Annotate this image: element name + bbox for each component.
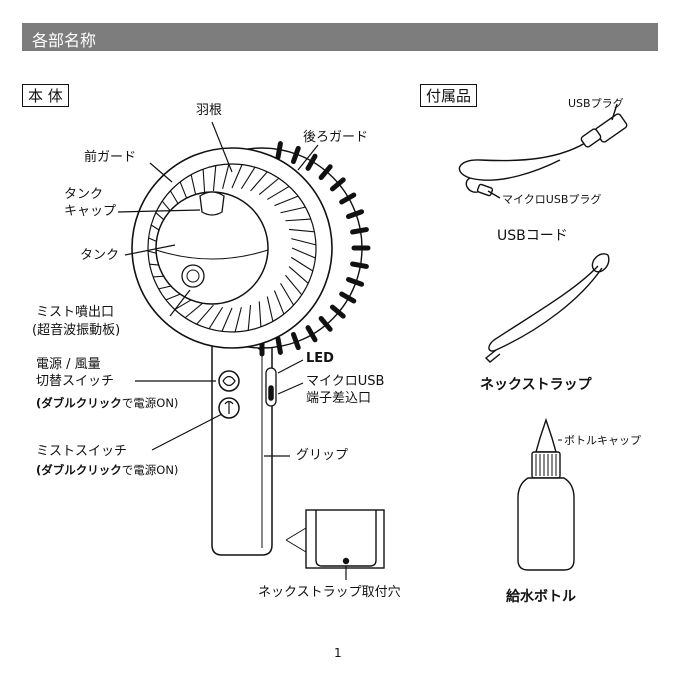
rear-guard-fin bbox=[353, 264, 367, 266]
label-rear-guard: 後ろガード bbox=[303, 130, 368, 146]
label-mist-switch: ミストスイッチ bbox=[36, 444, 127, 460]
rear-guard-fin bbox=[353, 230, 367, 232]
label-led: LED bbox=[306, 351, 334, 367]
label-mist-outlet-2: (超音波振動板) bbox=[32, 323, 120, 339]
label-micro-usb-plug: マイクロUSBプラグ bbox=[502, 193, 601, 207]
label-blades: 羽根 bbox=[196, 103, 222, 119]
label-micro-usb-1: マイクロUSB bbox=[306, 374, 384, 390]
label-front-guard: 前ガード bbox=[84, 150, 136, 166]
label-strap-hole: ネックストラップ取付穴 bbox=[258, 585, 401, 601]
label-usb-plug: USBプラグ bbox=[568, 97, 624, 111]
label-tank: タンク bbox=[80, 248, 119, 264]
label-bottle-cap: ボトルキャップ bbox=[564, 434, 641, 448]
page-number: 1 bbox=[334, 646, 342, 660]
label-grip: グリップ bbox=[296, 448, 348, 464]
label-power-switch-2: 切替スイッチ bbox=[36, 374, 114, 390]
label-tank-cap-1: タンク bbox=[64, 187, 103, 203]
usb-cord bbox=[459, 104, 627, 198]
label-tank-cap-2: キャップ bbox=[64, 204, 116, 220]
caption-neck-strap: ネックストラップ bbox=[480, 374, 592, 394]
strap-hole-inset bbox=[286, 510, 384, 580]
neck-strap bbox=[486, 254, 609, 362]
label-mist-note: (ダブルクリックで電源ON) bbox=[36, 463, 178, 478]
caption-usb-cord: USBコード bbox=[497, 225, 568, 245]
caption-water-bottle: 給水ボトル bbox=[506, 586, 576, 606]
label-mist-outlet-1: ミスト噴出口 bbox=[36, 305, 114, 321]
label-power-switch-1: 電源 / 風量 bbox=[36, 357, 101, 373]
fan-handle bbox=[212, 340, 276, 555]
water-tank bbox=[156, 192, 268, 304]
label-micro-usb-2: 端子差込口 bbox=[306, 391, 371, 407]
power-switch-icon bbox=[219, 371, 239, 391]
label-power-note: (ダブルクリックで電源ON) bbox=[36, 396, 178, 411]
rear-guard-fin bbox=[278, 144, 280, 158]
rear-guard-fin bbox=[278, 339, 280, 353]
